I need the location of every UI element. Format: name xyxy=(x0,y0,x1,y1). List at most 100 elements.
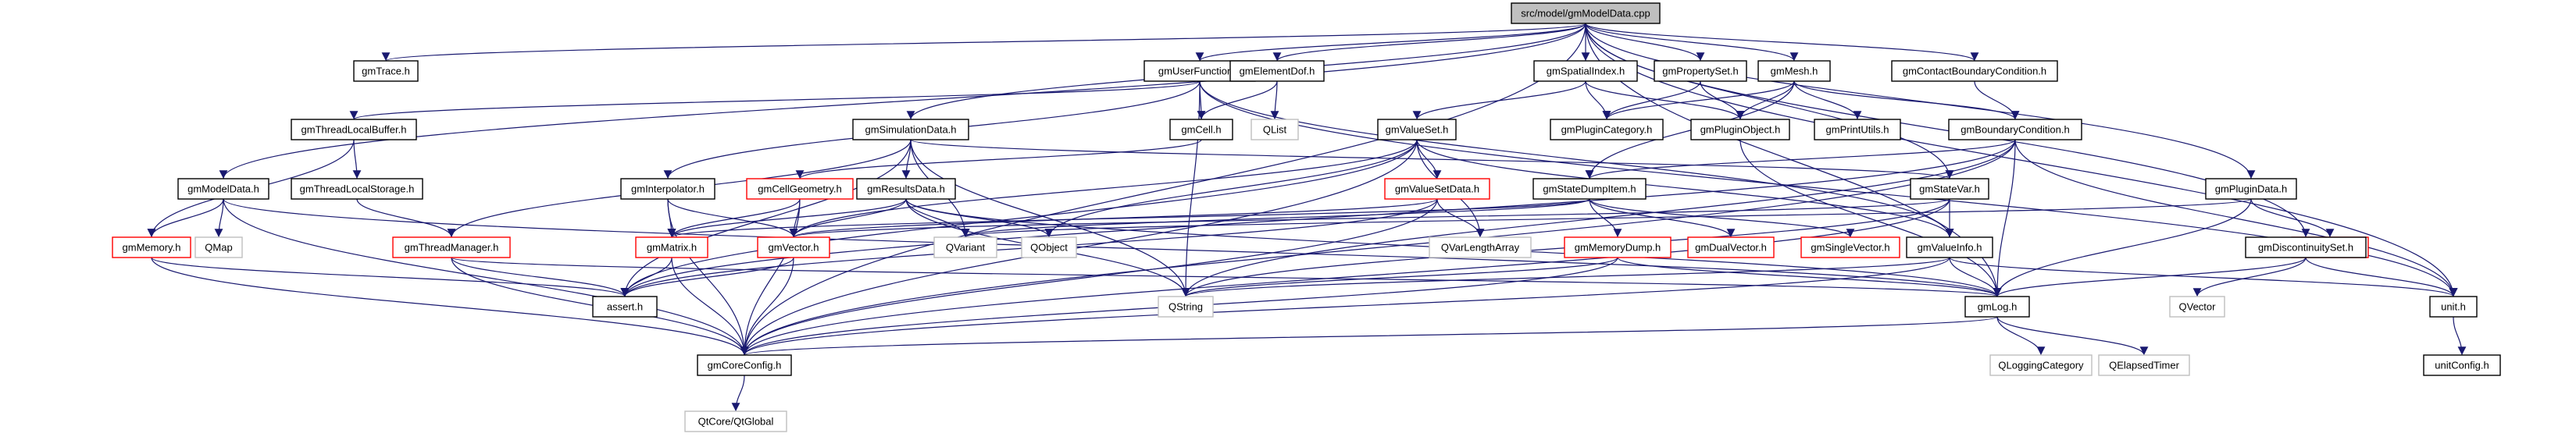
edge-gmMemory-to-assert xyxy=(151,257,630,297)
node-label: QVariant xyxy=(946,242,986,254)
edge-gmModelData-to-gmLog xyxy=(223,198,2001,297)
node-gmVector[interactable]: gmVector.h xyxy=(757,236,830,258)
edge-gmSimulationData-to-assert xyxy=(620,139,912,297)
node-label: gmDualVector.h xyxy=(1695,242,1767,254)
edge-root-to-unit xyxy=(1585,23,2458,297)
node-gmCoreConfig[interactable]: gmCoreConfig.h xyxy=(697,354,792,376)
node-gmValueSet[interactable]: gmValueSet.h xyxy=(1377,119,1457,140)
node-box xyxy=(856,178,956,200)
edge-gmLog-to-QElapsedTimer xyxy=(1996,316,2149,356)
node-label: QVarLengthArray xyxy=(1441,242,1520,254)
edge-gmPluginObject-to-gmLog xyxy=(1739,139,2002,297)
node-box xyxy=(933,236,997,258)
edge-gmMatrix-to-gmCoreConfig xyxy=(671,257,749,356)
node-gmDualVector[interactable]: gmDualVector.h xyxy=(1687,236,1775,258)
node-QtCore[interactable]: QtCore/QtGlobal xyxy=(684,410,787,432)
node-QVariant[interactable]: QVariant xyxy=(933,236,997,258)
node-box xyxy=(1690,119,1790,140)
node-box xyxy=(2169,296,2225,318)
node-label: gmMemoryDump.h xyxy=(1575,242,1661,254)
node-label: gmBoundaryCondition.h xyxy=(1961,124,2069,136)
node-unitConfig[interactable]: unitConfig.h xyxy=(2423,354,2501,376)
edge-gmPropertySet-to-gmPluginCategory xyxy=(1602,80,1701,120)
node-gmTrace[interactable]: gmTrace.h xyxy=(353,60,419,82)
node-label: gmPluginCategory.h xyxy=(1561,124,1653,136)
edge-gmPluginData-to-QVariant xyxy=(962,198,2252,238)
node-QVarLengthArray[interactable]: QVarLengthArray xyxy=(1429,236,1532,258)
node-label: gmInterpolator.h xyxy=(631,183,705,195)
node-label: QString xyxy=(1168,301,1203,313)
edge-gmBoundaryCondition-to-gmStateDumpItem xyxy=(1585,139,2016,179)
node-gmPropertySet[interactable]: gmPropertySet.h xyxy=(1654,60,1747,82)
edge-gmMesh-to-gmBoundaryCondition xyxy=(1793,80,2020,120)
node-gmPrintUtils[interactable]: gmPrintUtils.h xyxy=(1814,119,1901,140)
node-gmMemoryDump[interactable]: gmMemoryDump.h xyxy=(1564,236,1672,258)
node-gmMatrix[interactable]: gmMatrix.h xyxy=(635,236,708,258)
edge-gmSpatialIndex-to-gmValueSet xyxy=(1412,80,1586,120)
node-gmMemory[interactable]: gmMemory.h xyxy=(112,236,191,258)
node-gmStateVar[interactable]: gmStateVar.h xyxy=(1910,178,1989,200)
node-QElapsedTimer[interactable]: QElapsedTimer xyxy=(2098,354,2190,376)
node-gmResultsData[interactable]: gmResultsData.h xyxy=(856,178,956,200)
edge-root-to-gmPropertySet xyxy=(1585,23,1705,62)
node-box xyxy=(1687,236,1775,258)
node-gmThreadLocalBuffer[interactable]: gmThreadLocalBuffer.h xyxy=(291,119,417,140)
node-box xyxy=(746,178,854,200)
node-root[interactable]: src/model/gmModelData.cpp xyxy=(1511,2,1661,24)
node-gmSingleVector[interactable]: gmSingleVector.h xyxy=(1800,236,1900,258)
node-box xyxy=(1532,178,1647,200)
node-box xyxy=(1251,119,1299,140)
node-gmValueSetData[interactable]: gmValueSetData.h xyxy=(1384,178,1490,200)
edge-gmModelData-to-gmCoreConfig xyxy=(223,198,749,356)
node-box xyxy=(1654,60,1747,82)
node-QVector[interactable]: QVector xyxy=(2169,296,2225,318)
node-QList[interactable]: QList xyxy=(1251,119,1299,140)
node-gmPluginData[interactable]: gmPluginData.h xyxy=(2205,178,2297,200)
node-label: gmModelData.h xyxy=(187,183,259,195)
node-gmInterpolator[interactable]: gmInterpolator.h xyxy=(620,178,715,200)
node-gmValueInfo[interactable]: gmValueInfo.h xyxy=(1906,236,1993,258)
edge-gmValueInfo-to-gmCoreConfig xyxy=(740,257,1950,356)
node-label: QObject xyxy=(1030,242,1068,254)
node-label: gmResultsData.h xyxy=(867,183,945,195)
node-gmMesh[interactable]: gmMesh.h xyxy=(1757,60,1831,82)
edge-gmValueSetData-to-gmCoreConfig xyxy=(740,198,1438,356)
node-unit[interactable]: unit.h xyxy=(2429,296,2478,318)
edge-gmThreadLocalStorage-to-gmThreadManager xyxy=(356,198,456,238)
node-gmCell[interactable]: gmCell.h xyxy=(1169,119,1233,140)
node-gmSimulationData[interactable]: gmSimulationData.h xyxy=(852,119,969,140)
node-box xyxy=(291,178,423,200)
node-gmModelData[interactable]: gmModelData.h xyxy=(177,178,269,200)
node-label: gmCell.h xyxy=(1181,124,1221,136)
edge-gmStateVar-to-gmVector xyxy=(790,198,1950,238)
edge-gmPluginData-to-luaFunction xyxy=(2250,198,2335,238)
edge-root-to-gmStateVar xyxy=(1585,23,1954,179)
edge-gmInterpolator-to-gmVector xyxy=(667,198,798,238)
edge-gmBoundaryCondition-to-gmLog xyxy=(1993,139,2016,297)
node-assert[interactable]: assert.h xyxy=(592,296,658,318)
node-box xyxy=(1229,60,1325,82)
node-gmElementDof[interactable]: gmElementDof.h xyxy=(1229,60,1325,82)
node-QString[interactable]: QString xyxy=(1158,296,1214,318)
edge-gmModelData-to-QMap xyxy=(214,198,224,238)
node-gmThreadManager[interactable]: gmThreadManager.h xyxy=(392,236,511,258)
node-QObject[interactable]: QObject xyxy=(1021,236,1077,258)
node-box xyxy=(194,236,243,258)
node-gmCellGeometry[interactable]: gmCellGeometry.h xyxy=(746,178,854,200)
node-QMap[interactable]: QMap xyxy=(194,236,243,258)
node-gmLog[interactable]: gmLog.h xyxy=(1964,296,2030,318)
node-gmStateDumpItem[interactable]: gmStateDumpItem.h xyxy=(1532,178,1647,200)
node-label: gmValueSet.h xyxy=(1386,124,1449,136)
node-gmThreadLocalStorage[interactable]: gmThreadLocalStorage.h xyxy=(291,178,423,200)
node-gmPluginObject[interactable]: gmPluginObject.h xyxy=(1690,119,1790,140)
node-gmSpatialIndex[interactable]: gmSpatialIndex.h xyxy=(1533,60,1638,82)
node-label: QElapsedTimer xyxy=(2109,360,2179,371)
edge-gmBoundaryCondition-to-assert xyxy=(620,139,2016,297)
edge-root-to-gmModelData xyxy=(219,23,1586,179)
node-gmContactBoundaryCondition[interactable]: gmContactBoundaryCondition.h xyxy=(1891,60,2058,82)
edge-gmResultsData-to-gmMatrix xyxy=(667,198,907,238)
node-gmPluginCategory[interactable]: gmPluginCategory.h xyxy=(1550,119,1664,140)
node-gmBoundaryCondition[interactable]: gmBoundaryCondition.h xyxy=(1948,119,2082,140)
node-gmDiscontinuitySet[interactable]: gmDiscontinuitySet.h xyxy=(2245,236,2367,258)
node-QLoggingCategory[interactable]: QLoggingCategory xyxy=(1989,354,2093,376)
